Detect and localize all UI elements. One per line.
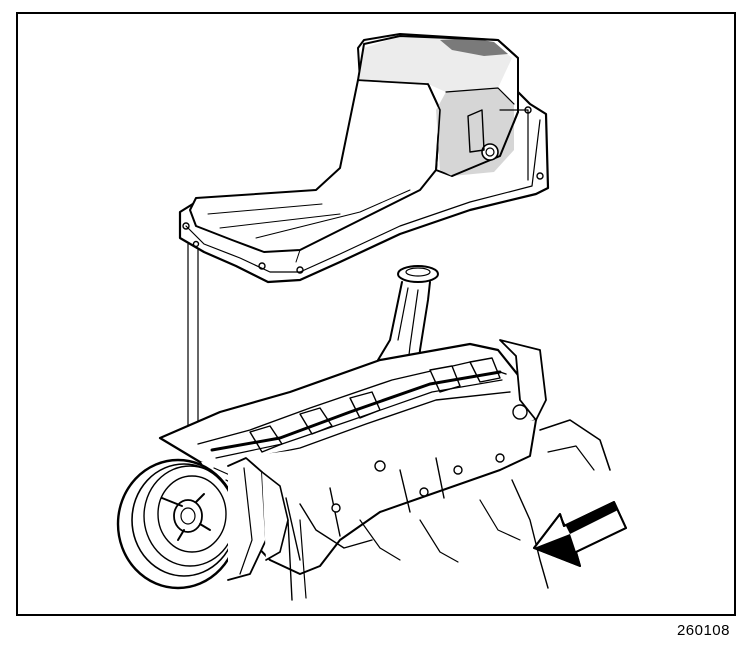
alignment-lines [187,243,199,441]
arrow-icon [533,501,627,567]
crankshaft-balancer [116,457,289,590]
oil-pan [178,33,550,284]
figure-code: 260108 [676,622,730,639]
